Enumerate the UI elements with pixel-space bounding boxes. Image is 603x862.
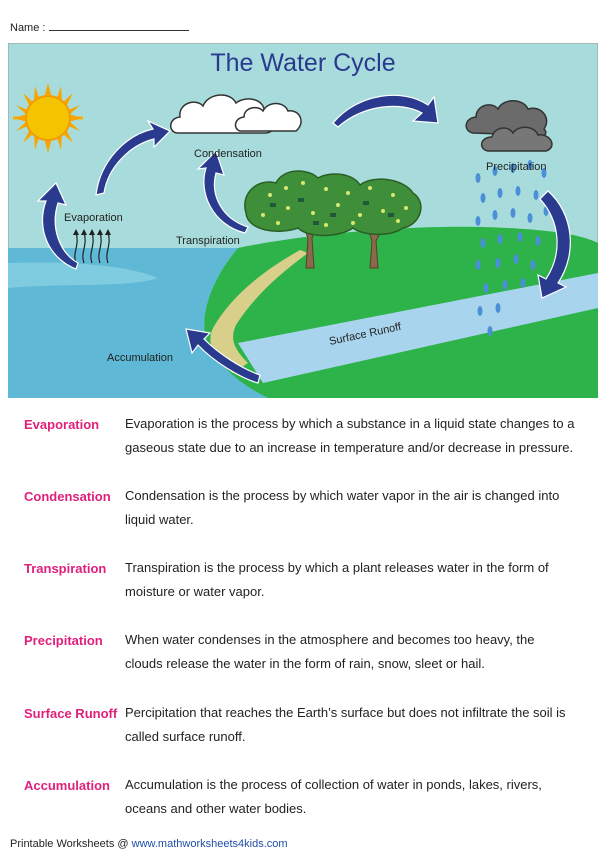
cloud-to-rain-arrow-icon: [332, 94, 439, 128]
sun-icon: [13, 83, 83, 153]
cycle-arrows: [36, 94, 571, 384]
name-blank-line[interactable]: [49, 20, 190, 31]
vapor-arrows-icon: [74, 232, 110, 264]
rain-cloud-icon: [465, 100, 553, 152]
glossary-term: Precipitation: [24, 633, 103, 648]
glossary-term: Surface Runoff: [24, 706, 118, 721]
rain-drops: [475, 160, 549, 336]
footer-link[interactable]: www.mathworksheets4kids.com: [131, 838, 288, 850]
vapor-arrowheads: [73, 229, 111, 235]
label-transpiration: Transpiration: [176, 235, 240, 247]
trees-icon: [244, 170, 422, 269]
glossary-definition: Condensation is the process by which wat…: [125, 488, 560, 527]
diagram-title: The Water Cycle: [210, 49, 395, 77]
transpiration-arrow-icon: [196, 149, 249, 234]
water-cycle-diagram: The Water Cycle: [8, 43, 598, 398]
ocean: [8, 248, 268, 398]
name-field-row: Name :: [10, 20, 190, 34]
glossary-definition: Percipitation that reaches the Earth’s s…: [125, 705, 566, 744]
glossary-term: Accumulation: [24, 778, 110, 793]
glossary-definition: Transpiration is the process by which a …: [125, 560, 549, 599]
glossary-term: Transpiration: [24, 561, 107, 576]
label-condensation: Condensation: [194, 148, 262, 160]
footer-label: Printable Worksheets @: [10, 838, 129, 850]
footer: Printable Worksheets @ www.mathworksheet…: [10, 838, 288, 850]
name-label: Name :: [10, 22, 46, 34]
glossary-term: Evaporation: [24, 417, 100, 432]
white-cloud-icon: [170, 94, 302, 134]
sun-to-cloud-arrow-icon: [95, 119, 172, 196]
glossary-term: Condensation: [24, 489, 111, 504]
label-precipitation: Precipitation: [486, 161, 547, 173]
accumulation-arrow-icon: [185, 328, 261, 384]
river: [238, 273, 598, 383]
label-accumulation: Accumulation: [107, 352, 173, 364]
label-evaporation: Evaporation: [64, 212, 123, 224]
glossary-definition: When water condenses in the atmosphere a…: [125, 632, 535, 671]
glossary-definition: Evaporation is the process by which a su…: [125, 416, 575, 455]
precipitation-arrow-icon: [537, 190, 571, 299]
glossary-definition: Accumulation is the process of collectio…: [125, 777, 542, 816]
evaporation-arrow-icon: [36, 181, 79, 270]
shallow-water: [8, 262, 158, 288]
